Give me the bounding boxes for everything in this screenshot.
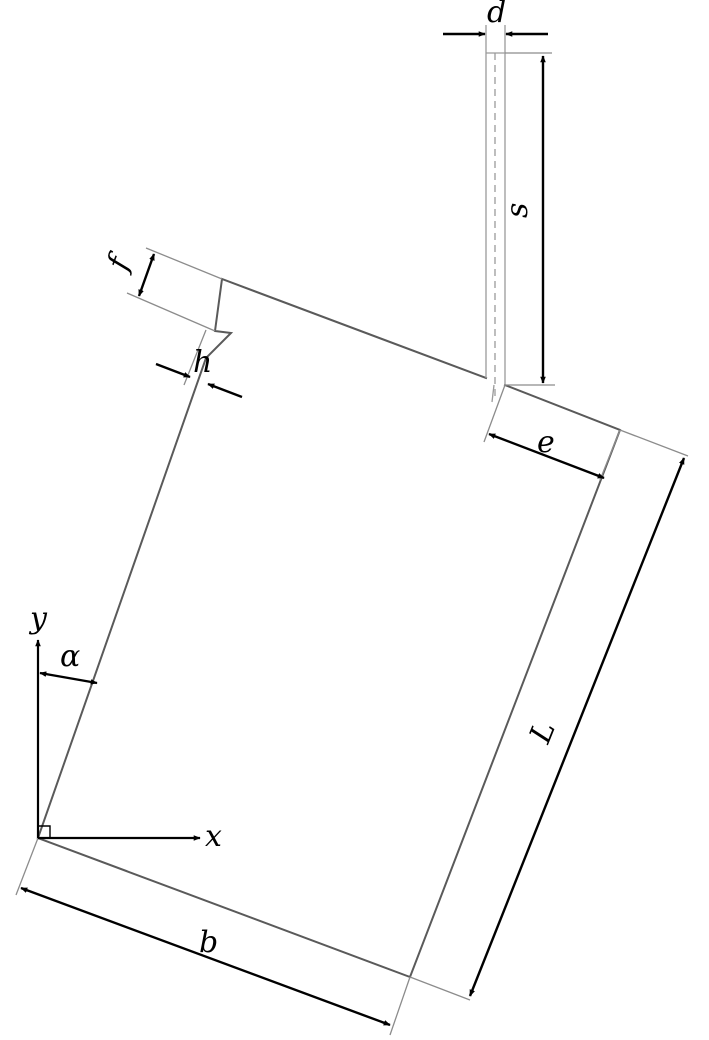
label-d: d	[487, 0, 506, 30]
dimension-arrows	[20, 31, 686, 1027]
label-s: s	[500, 203, 535, 218]
dim-h-left-arrow	[155, 362, 191, 379]
extension-lines	[15, 52, 689, 1036]
right-angle-marker	[38, 825, 51, 838]
label-h: h	[193, 345, 212, 380]
patch-outline	[36, 277, 622, 979]
dim-f-arrow	[137, 253, 156, 297]
label-L: L	[523, 716, 563, 749]
label-e: e	[537, 425, 555, 460]
label-y: y	[28, 601, 48, 636]
dim-L-arrow	[468, 457, 686, 997]
label-x: x	[205, 819, 222, 854]
label-alpha: α	[60, 639, 80, 674]
dim-b-arrow	[20, 886, 391, 1027]
coordinate-axes	[35, 639, 201, 841]
label-f: f	[100, 248, 139, 277]
dim-alpha-arrow	[39, 671, 98, 685]
feed-line	[485, 25, 506, 403]
label-b: b	[199, 925, 218, 960]
labels: d s f h e L b α x y	[28, 0, 563, 960]
dim-h-right-arrow	[207, 382, 243, 399]
